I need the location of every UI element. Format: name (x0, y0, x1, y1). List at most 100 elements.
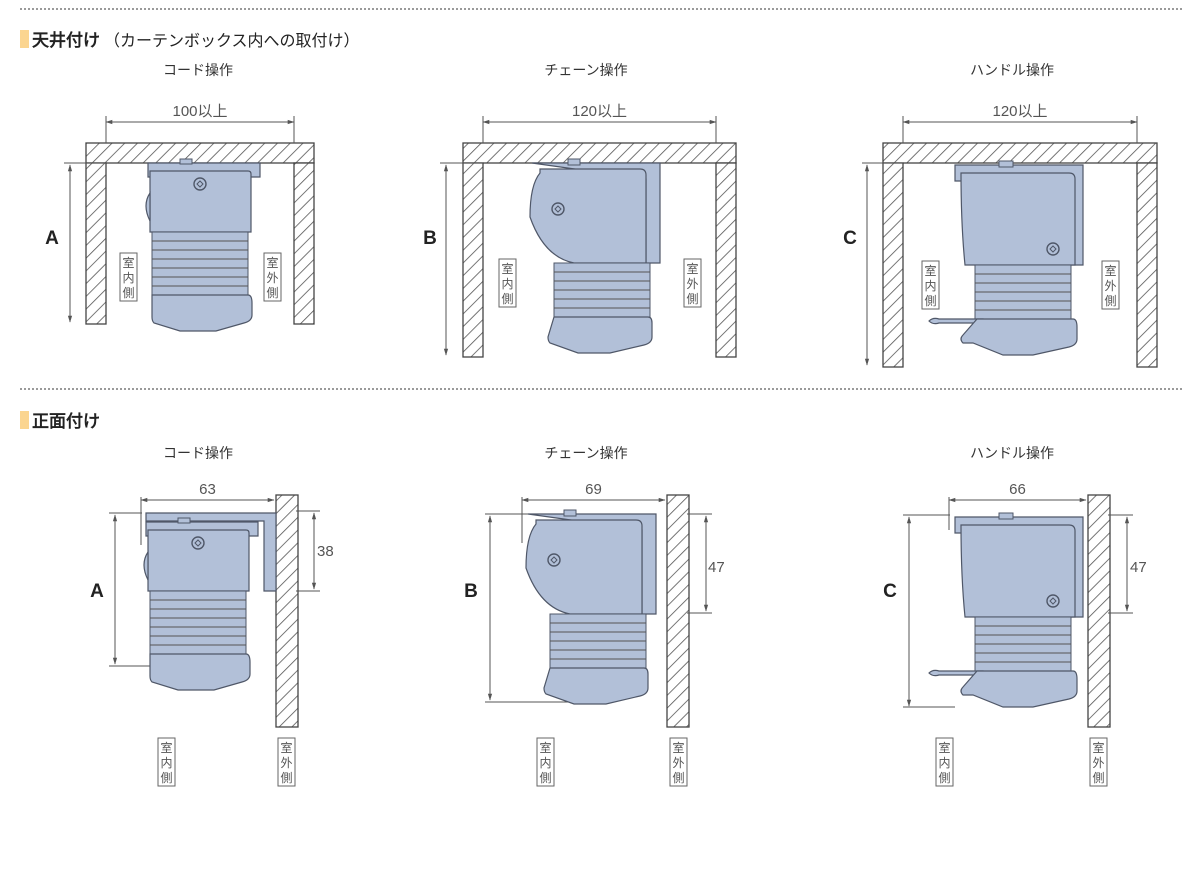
bottom-bar (960, 318, 1078, 356)
section-marker (20, 410, 29, 429)
ceiling-hatched (85, 142, 315, 164)
label-outside-box (263, 252, 282, 302)
label-outside-char: 外 (672, 756, 684, 770)
label-inside-char: 内 (539, 756, 551, 770)
height-label-front-chain: B (464, 581, 478, 602)
dim-width-ceiling-chain-label: 120以上 (572, 103, 627, 120)
mechanism-housing (525, 519, 643, 615)
caption-front-handle: ハンドル操作 (970, 446, 1054, 462)
left-wall-hatched (462, 162, 484, 358)
label-outside-char: 側 (672, 771, 684, 785)
rail-clip (998, 512, 1014, 520)
height-label-front-cord: A (90, 581, 104, 602)
label-inside-char: 室 (924, 263, 936, 278)
rail-clip (563, 509, 577, 517)
label-outside-char: 外 (266, 271, 278, 285)
label-outside-char: 側 (1092, 771, 1104, 785)
label-outside-char: 室 (1092, 740, 1104, 755)
label-inside-char: 室 (122, 255, 134, 270)
bracket-label-front-handle: 47 (1130, 559, 1147, 576)
label-inside-char: 内 (160, 756, 172, 770)
slat-stack (974, 264, 1072, 329)
label-inside-box (157, 737, 176, 787)
wall-hatched (275, 494, 299, 728)
mechanism-housing (149, 170, 252, 233)
mechanism-housing (147, 529, 250, 592)
caption-ceiling-chain: チェーン操作 (544, 63, 628, 79)
rail-clip (177, 517, 191, 524)
label-inside-char: 側 (122, 286, 134, 300)
label-outside-char: 室 (280, 740, 292, 755)
rail-clip (179, 158, 193, 165)
bottom-bar (547, 316, 653, 354)
caption-ceiling-cord: コード操作 (163, 63, 233, 79)
label-outside-char: 側 (1104, 294, 1116, 308)
rail-clip (998, 160, 1014, 168)
label-outside-char: 側 (686, 292, 698, 306)
label-inside-box (536, 737, 555, 787)
side-cap (145, 191, 151, 222)
rail-clip (567, 158, 581, 166)
left-wall-hatched (882, 162, 904, 368)
right-wall-hatched (715, 162, 737, 358)
wall-bracket (145, 512, 277, 592)
screw-icon (551, 202, 565, 216)
label-inside-char: 側 (160, 771, 172, 785)
ceiling-hatched (462, 142, 737, 164)
mechanism-housing (960, 524, 1076, 618)
label-outside-box (1101, 260, 1120, 310)
dim-width-front-chain-label: 69 (585, 481, 602, 498)
left-wall-hatched (85, 162, 107, 325)
label-inside-char: 室 (501, 261, 513, 276)
caption-front-chain: チェーン操作 (544, 446, 628, 462)
label-outside-box (669, 737, 688, 787)
section-title-text: 正面付け (32, 412, 100, 432)
screw-icon-cross (1049, 597, 1057, 605)
caption-ceiling-handle: ハンドル操作 (970, 63, 1054, 79)
right-wall-hatched (293, 162, 315, 325)
label-inside-box (921, 260, 940, 310)
label-outside-char: 室 (672, 740, 684, 755)
screw-icon (1046, 594, 1060, 608)
divider-middle (20, 388, 1182, 390)
label-outside-char: 側 (280, 771, 292, 785)
label-inside-char: 側 (924, 294, 936, 308)
label-inside-char: 側 (938, 771, 950, 785)
label-outside-char: 室 (266, 255, 278, 270)
divider-top (20, 8, 1182, 10)
bottom-bar (543, 667, 649, 705)
height-label-front-handle: C (883, 581, 897, 602)
label-inside-char: 室 (160, 740, 172, 755)
label-outside-char: 外 (686, 277, 698, 291)
label-outside-box (277, 737, 296, 787)
label-inside-char: 室 (539, 740, 551, 755)
label-outside-box (683, 258, 702, 308)
height-label-ceiling-cord: A (45, 228, 59, 249)
mechanism-housing (960, 172, 1076, 266)
label-inside-char: 側 (501, 292, 513, 306)
label-outside-char: 室 (1104, 263, 1116, 278)
label-inside-char: 内 (924, 279, 936, 293)
section-subtitle: （カーテンボックス内への取付け） (104, 30, 360, 50)
label-inside-box (498, 258, 517, 308)
label-outside-char: 外 (280, 756, 292, 770)
label-inside-box (119, 252, 138, 302)
wall-hatched (666, 494, 690, 728)
dim-width-ceiling-handle-label: 120以上 (992, 103, 1047, 120)
label-outside-box (1089, 737, 1108, 787)
dim-width-ceiling-cord-label: 100以上 (172, 103, 227, 120)
bracket-label-front-chain: 47 (708, 559, 725, 576)
screw-icon-cross (550, 556, 558, 564)
right-wall-hatched (1136, 162, 1158, 368)
label-outside-char: 室 (686, 261, 698, 276)
screw-icon-cross (194, 539, 202, 547)
wall-hatched (1087, 494, 1111, 728)
screw-icon (193, 177, 207, 191)
bottom-bar (151, 294, 253, 332)
section-title-front: 正面付け (20, 407, 100, 432)
label-outside-char: 側 (266, 286, 278, 300)
label-inside-char: 側 (539, 771, 551, 785)
section-marker (20, 29, 29, 48)
mechanism-housing (529, 168, 647, 264)
screw-icon-cross (554, 205, 562, 213)
